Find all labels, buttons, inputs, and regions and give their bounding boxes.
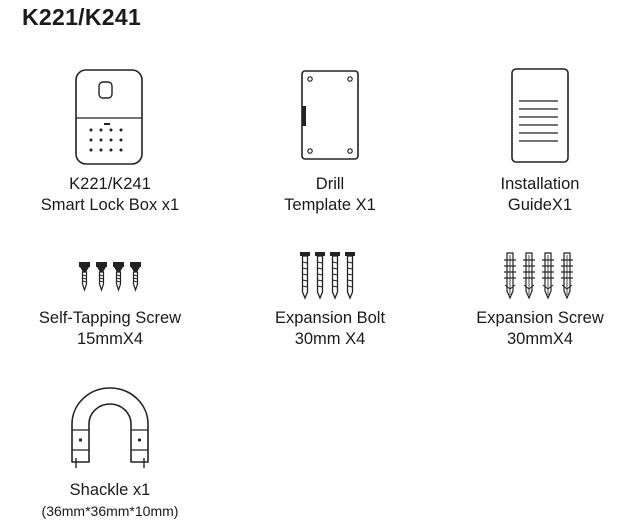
item-expansion-bolt: Expansion Bolt 30mm X4 (230, 250, 430, 350)
item-drill-template: Drill Template X1 (230, 68, 430, 216)
item-name: Installation (500, 175, 580, 193)
item-dimensions: (36mm*36mm*10mm) (41, 503, 179, 519)
page-title: K221/K241 (22, 4, 142, 30)
shackle-icon (71, 387, 149, 468)
item-name: Drill (315, 175, 345, 193)
item-name: Expansion Screw (476, 309, 604, 327)
expansion-screw-icon (503, 252, 574, 299)
item-expansion-screw: Expansion Screw 30mmX4 (440, 250, 617, 350)
item-name: K221/K241 (69, 175, 151, 193)
item-quantity: 15mmX4 (76, 330, 144, 348)
item-name: Expansion Bolt (274, 309, 386, 327)
drill-template-icon (301, 70, 359, 160)
item-quantity: GuideX1 (507, 196, 573, 214)
installation-guide-icon (511, 68, 569, 163)
lock-box-icon (75, 69, 143, 165)
item-quantity: Smart Lock Box x1 (40, 196, 180, 214)
item-installation-guide: Installation GuideX1 (440, 68, 617, 216)
item-lock-box: K221/K241 Smart Lock Box x1 (10, 68, 210, 216)
item-quantity: 30mmX4 (506, 330, 574, 348)
item-quantity: Template X1 (284, 196, 376, 214)
item-name: Self-Tapping Screw (38, 309, 182, 327)
expansion-bolt-icon (299, 251, 356, 299)
item-shackle: Shackle x1 (36mm*36mm*10mm) (10, 384, 210, 521)
item-quantity: 30mm X4 (294, 330, 366, 348)
item-name: Shackle x1 (69, 481, 151, 499)
self-tapping-screw-icon (78, 261, 142, 291)
item-self-tapping-screw: Self-Tapping Screw 15mmX4 (10, 260, 210, 350)
